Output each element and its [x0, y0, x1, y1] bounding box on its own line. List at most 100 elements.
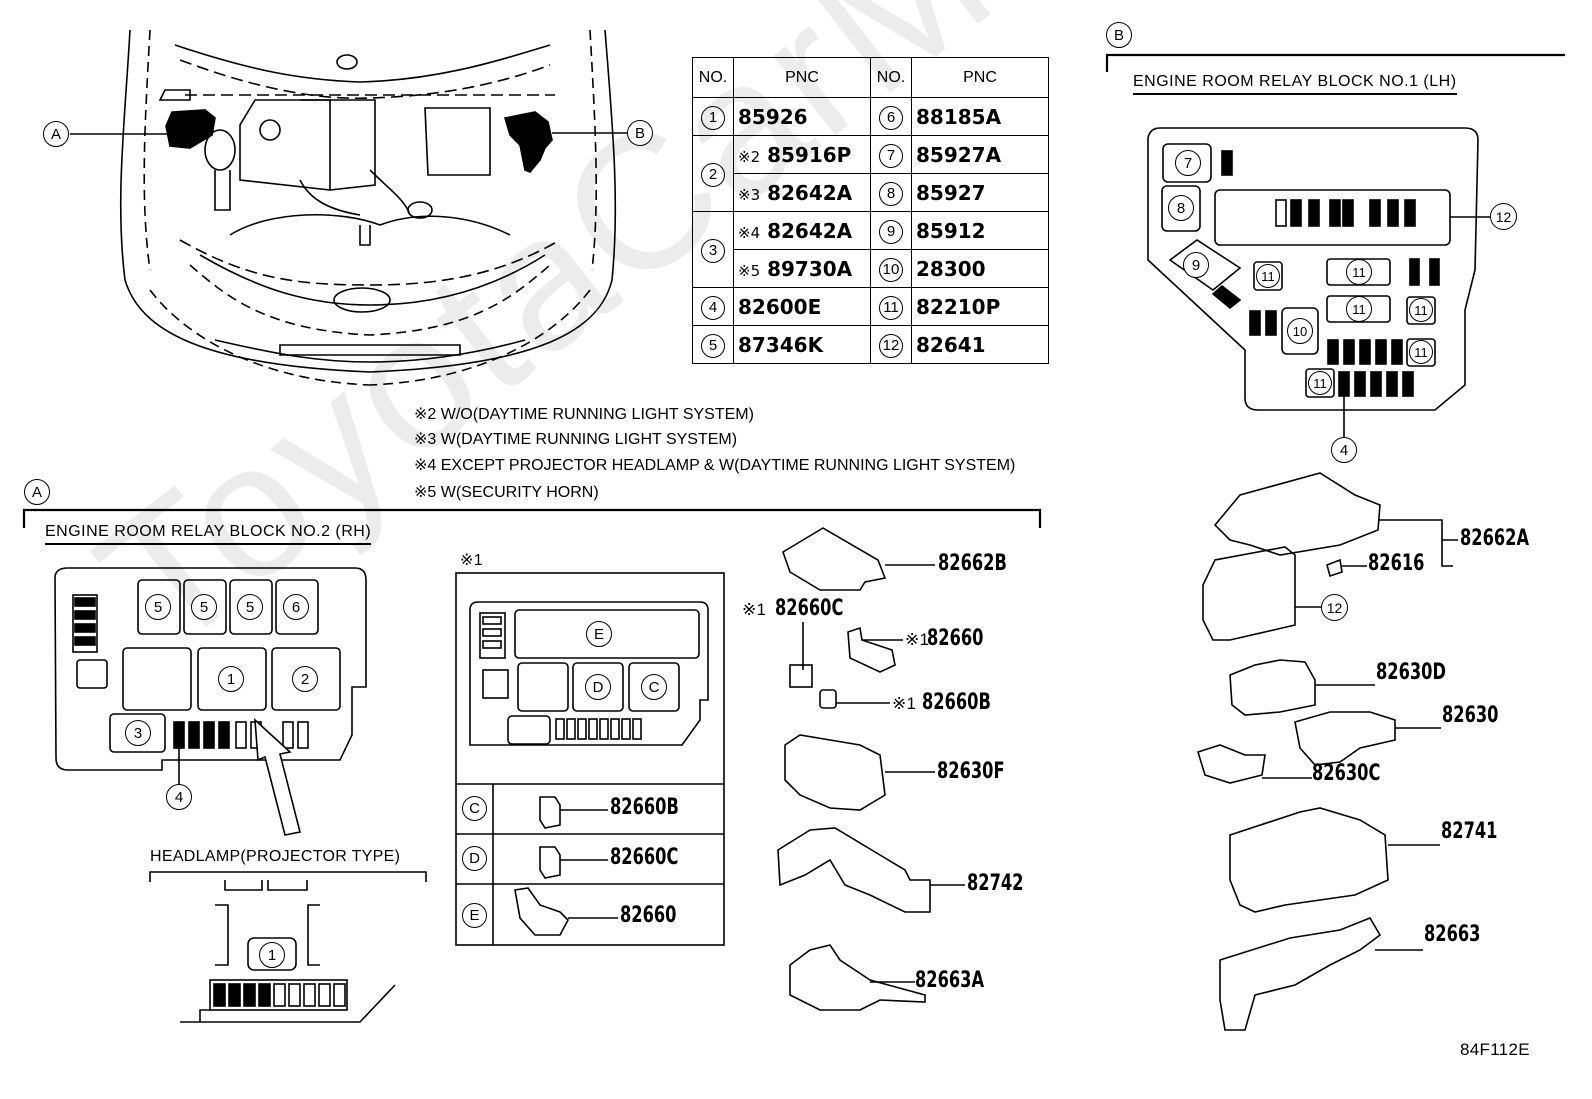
- table-row: ※3 82642A 8 85927: [693, 173, 1049, 212]
- table-row: 2 ※2 85916P 7 85927A: [692, 135, 1049, 212]
- option-row-d-pnc: 82660C: [610, 845, 679, 870]
- row-no: 6: [870, 97, 912, 136]
- row-pnc: 28300: [911, 249, 1049, 288]
- row-no: 7: [870, 135, 912, 174]
- pnc-table-header: NO. PNC NO. PNC: [692, 57, 1049, 98]
- part-82630D: 82630D: [1376, 660, 1446, 685]
- part-82662A: 82662A: [1460, 526, 1530, 551]
- row-pnc: 85912: [911, 211, 1049, 250]
- relay-slot-10: 10: [1287, 318, 1313, 344]
- row-pnc: 82600E: [733, 287, 871, 326]
- note-2: ※2 W/O(DAYTIME RUNNING LIGHT SYSTEM): [414, 406, 754, 423]
- diagram-code: 84F112E: [1460, 1040, 1530, 1059]
- option-slot-d: D: [585, 674, 611, 700]
- relay-slot-11: 11: [1409, 298, 1433, 322]
- part-82630: 82630: [1442, 703, 1499, 728]
- relay-slot-2: 2: [292, 666, 318, 692]
- relay-slot-11: 11: [1409, 340, 1433, 364]
- fuse-slot: [632, 718, 642, 740]
- option-row-d-letter: D: [462, 846, 487, 871]
- option-mark-1: ※1: [460, 552, 483, 569]
- header-no-left: NO.: [692, 57, 734, 98]
- engine-bay-overview-drawing: [70, 29, 628, 386]
- section-b-callout: B: [1106, 22, 1132, 48]
- part-82660: 82660: [927, 626, 984, 651]
- row-pnc: 85926: [733, 97, 871, 136]
- part-82660B-ref: ※1: [892, 694, 917, 713]
- headlamp-title: HEADLAMP(PROJECTOR TYPE): [150, 848, 401, 865]
- relay-block-b-marker: [503, 111, 553, 173]
- row-no: 4: [692, 287, 734, 326]
- fuse-callout-4: 4: [166, 784, 192, 810]
- row-no: 10: [870, 249, 912, 288]
- option-row-e-pnc: 82660: [620, 903, 677, 928]
- relay-slot-9: 9: [1183, 252, 1209, 278]
- part-82630C: 82630C: [1312, 761, 1381, 786]
- relay-slot-11: 11: [1346, 259, 1372, 285]
- part-82663: 82663: [1424, 922, 1481, 947]
- section-a-callout: A: [24, 479, 50, 505]
- relay-slot-1: 1: [218, 666, 244, 692]
- option-row-e-letter: E: [462, 903, 487, 928]
- header-pnc-left: PNC: [733, 57, 871, 98]
- fuse-slot: [610, 718, 620, 740]
- note-4: ※4 EXCEPT PROJECTOR HEADLAMP & W(DAYTIME…: [414, 457, 1016, 474]
- part-82660-ref: ※1: [905, 630, 930, 649]
- part-82630F: 82630F: [937, 759, 1005, 784]
- relay-slot-6: 6: [283, 594, 309, 620]
- row-no: 12: [870, 325, 912, 364]
- option-row-c-letter: C: [462, 796, 487, 821]
- fuse-callout-4: 4: [1331, 437, 1357, 463]
- option-slot-c: C: [641, 674, 667, 700]
- note-3: ※3 W(DAYTIME RUNNING LIGHT SYSTEM): [414, 431, 738, 448]
- part-82742: 82742: [967, 871, 1024, 896]
- note-5: ※5 W(SECURITY HORN): [414, 484, 599, 501]
- fuse-slot: [555, 718, 565, 740]
- relay-block-a-marker: [165, 109, 216, 149]
- fuse-slot: [566, 718, 576, 740]
- option-slot-e: E: [586, 621, 612, 647]
- callout-12: 12: [1490, 203, 1517, 230]
- fuse-slot: [599, 718, 609, 740]
- relay-slot-11: 11: [1308, 371, 1332, 395]
- relay-slot-8: 8: [1168, 195, 1194, 221]
- part-82660B: 82660B: [922, 690, 991, 715]
- row-pnc: 88185A: [911, 97, 1049, 136]
- row-pnc: ※3 82642A: [733, 173, 871, 212]
- table-row: 1 85926 6 88185A: [692, 97, 1049, 136]
- table-row: 4 82600E 11 82210P: [692, 287, 1049, 326]
- relay-slot-5: 5: [145, 594, 171, 620]
- callout-b: B: [627, 120, 653, 146]
- part-82662B: 82662B: [938, 551, 1007, 576]
- relay-slot-3: 3: [125, 720, 151, 746]
- fuse-slot: [577, 718, 587, 740]
- part-82616: 82616: [1368, 551, 1425, 576]
- table-row: ※5 89730A 10 28300: [693, 249, 1049, 288]
- row-no: 3: [692, 211, 734, 288]
- row-pnc: 87346K: [733, 325, 871, 364]
- row-no: 5: [692, 325, 734, 364]
- row-no: 9: [870, 211, 912, 250]
- header-pnc-right: PNC: [911, 57, 1049, 98]
- part-82741: 82741: [1441, 819, 1498, 844]
- relay-slot-5: 5: [191, 594, 217, 620]
- row-no: 2: [692, 135, 734, 212]
- pnc-table: NO. PNC NO. PNC 1 85926 6 88185A 2 ※2 85…: [692, 57, 1049, 364]
- row-pnc: 85927: [911, 173, 1049, 212]
- section-a-title: ENGINE ROOM RELAY BLOCK NO.2 (RH): [45, 523, 372, 545]
- relay-slot-5: 5: [237, 594, 263, 620]
- row-no: 11: [870, 287, 912, 326]
- headlamp-slot-1: 1: [259, 942, 285, 968]
- section-b-title: ENGINE ROOM RELAY BLOCK NO.1 (LH): [1133, 73, 1457, 95]
- option-row-c-pnc: 82660B: [610, 795, 679, 820]
- table-row: 5 87346K 12 82641: [692, 325, 1049, 364]
- row-pnc: 85927A: [911, 135, 1049, 174]
- row-pnc: 82641: [911, 325, 1049, 364]
- relay-slot-7: 7: [1175, 150, 1201, 176]
- row-pnc: ※4 82642A: [733, 211, 871, 250]
- fuse-slot: [588, 718, 598, 740]
- relay-slot-11: 11: [1256, 264, 1280, 288]
- row-pnc: ※2 85916P: [733, 135, 871, 174]
- header-no-right: NO.: [870, 57, 912, 98]
- part-82663A: 82663A: [915, 968, 985, 993]
